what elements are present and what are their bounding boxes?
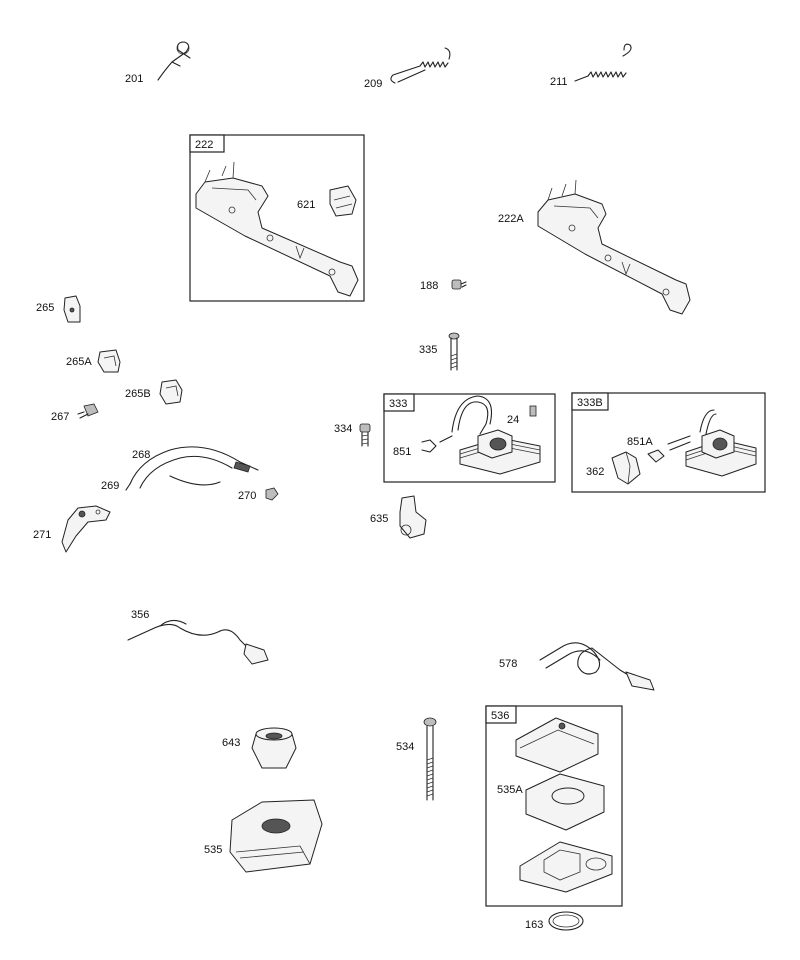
callout-578: 578 bbox=[499, 658, 517, 670]
callout-534: 534 bbox=[396, 741, 414, 753]
part-265B-clip bbox=[159, 379, 183, 405]
callout-269: 269 bbox=[101, 480, 119, 492]
callout-201: 201 bbox=[125, 73, 143, 85]
callout-621: 621 bbox=[297, 199, 315, 211]
part-222-bracket bbox=[195, 161, 359, 297]
callout-535: 535 bbox=[204, 844, 222, 856]
group-tag-536 bbox=[485, 705, 517, 724]
part-333B-ignition-coil bbox=[667, 409, 757, 477]
part-335-bolt bbox=[448, 332, 460, 371]
callout-270: 270 bbox=[238, 490, 256, 502]
callout-271: 271 bbox=[33, 529, 51, 541]
group-box-333 bbox=[383, 393, 556, 483]
part-362-boot bbox=[611, 451, 641, 485]
callout-851: 851 bbox=[393, 446, 411, 458]
callout-222: 222 bbox=[195, 139, 213, 151]
group-box-222 bbox=[189, 134, 365, 302]
part-535A-filter bbox=[525, 773, 605, 831]
callout-209: 209 bbox=[364, 78, 382, 90]
callout-163: 163 bbox=[525, 919, 543, 931]
part-265-clip bbox=[63, 295, 81, 323]
callout-267: 267 bbox=[51, 411, 69, 423]
callout-535A: 535A bbox=[497, 784, 523, 796]
part-643-bushing bbox=[251, 727, 297, 769]
callout-265B: 265B bbox=[125, 388, 151, 400]
part-851A-spring bbox=[647, 449, 665, 463]
part-222A-bracket bbox=[537, 179, 691, 315]
callout-643: 643 bbox=[222, 737, 240, 749]
callout-362: 362 bbox=[586, 466, 604, 478]
part-267-screw bbox=[77, 403, 99, 419]
part-635-connector bbox=[399, 495, 427, 539]
part-270-nut bbox=[265, 487, 279, 501]
callout-335: 335 bbox=[419, 344, 437, 356]
part-333-ignition-coil bbox=[439, 395, 541, 475]
part-536-base bbox=[519, 841, 613, 893]
part-334-screw bbox=[359, 423, 371, 447]
callout-211: 211 bbox=[550, 76, 568, 88]
callout-265: 265 bbox=[36, 302, 54, 314]
part-851-spring bbox=[421, 439, 437, 453]
part-265A-clip bbox=[97, 349, 121, 373]
callout-356: 356 bbox=[131, 609, 149, 621]
callout-635: 635 bbox=[370, 513, 388, 525]
callout-536: 536 bbox=[491, 710, 509, 722]
callout-188: 188 bbox=[420, 280, 438, 292]
callout-334: 334 bbox=[334, 423, 352, 435]
part-536-cover bbox=[515, 717, 599, 773]
part-578-wire bbox=[539, 642, 655, 691]
part-163-gasket bbox=[548, 911, 584, 931]
callout-222A: 222A bbox=[498, 213, 524, 225]
callout-265A: 265A bbox=[66, 356, 92, 368]
group-tag-333 bbox=[383, 393, 415, 412]
group-tag-333B bbox=[571, 392, 609, 411]
part-209-spring bbox=[390, 47, 451, 84]
callout-24: 24 bbox=[507, 414, 519, 426]
part-201-spring-clip bbox=[157, 41, 191, 81]
part-271-lever bbox=[61, 505, 111, 553]
part-188-screw bbox=[451, 279, 467, 290]
part-535-filter bbox=[229, 799, 323, 873]
part-24-pin bbox=[529, 405, 537, 417]
part-268-cable bbox=[125, 446, 259, 491]
callout-851A: 851A bbox=[627, 436, 653, 448]
group-box-333B bbox=[571, 392, 766, 493]
callout-333: 333 bbox=[389, 398, 407, 410]
part-211-spring bbox=[574, 43, 632, 82]
group-tag-222 bbox=[189, 134, 225, 153]
callout-333B: 333B bbox=[577, 397, 603, 409]
callout-268: 268 bbox=[132, 449, 150, 461]
part-621-clip bbox=[329, 185, 357, 217]
part-534-bolt bbox=[423, 717, 437, 801]
part-356-wire bbox=[127, 619, 269, 665]
group-box-536 bbox=[485, 705, 623, 907]
